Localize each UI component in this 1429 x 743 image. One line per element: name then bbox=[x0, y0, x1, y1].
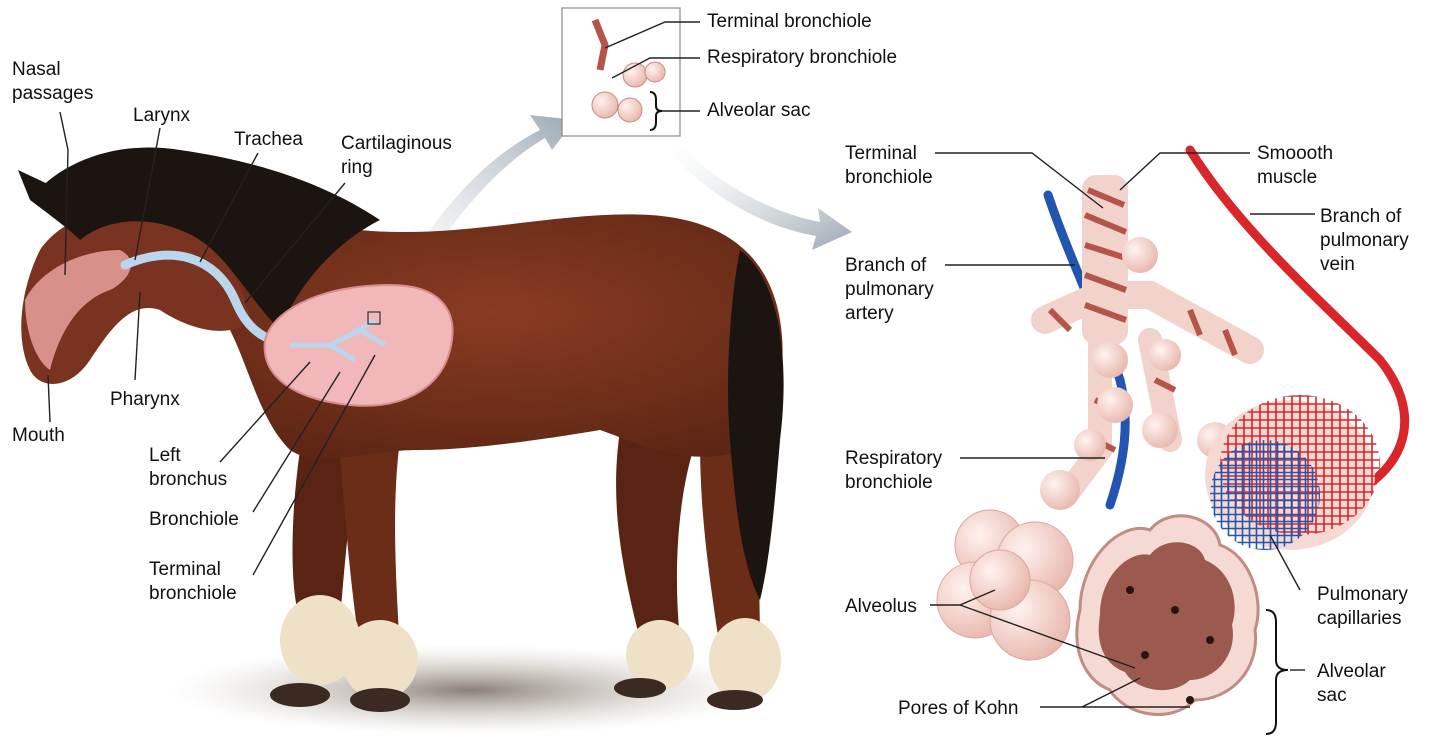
horse bbox=[18, 147, 784, 712]
capillary-blue-mesh bbox=[1210, 440, 1320, 550]
label-pores-of-kohn: Pores of Kohn bbox=[898, 697, 1018, 721]
label-inset-respiratory-bronchiole: Respiratory bronchiole bbox=[707, 46, 897, 70]
label-pharynx: Pharynx bbox=[110, 388, 180, 412]
label-larynx: Larynx bbox=[133, 104, 190, 128]
alveolus-cluster bbox=[937, 510, 1073, 660]
label-inset-terminal-bronchiole: Terminal bronchiole bbox=[707, 10, 872, 34]
label-mouth: Mouth bbox=[12, 424, 65, 448]
alveolar-sac-section bbox=[1077, 516, 1258, 715]
label-alveolus: Alveolus bbox=[845, 595, 917, 619]
label-inset-alveolar-sac: Alveolar sac bbox=[707, 99, 811, 123]
label-bronchiole: Bronchiole bbox=[149, 508, 239, 532]
label-trachea: Trachea bbox=[234, 128, 303, 152]
alveolar-sac-brace bbox=[1266, 610, 1288, 734]
